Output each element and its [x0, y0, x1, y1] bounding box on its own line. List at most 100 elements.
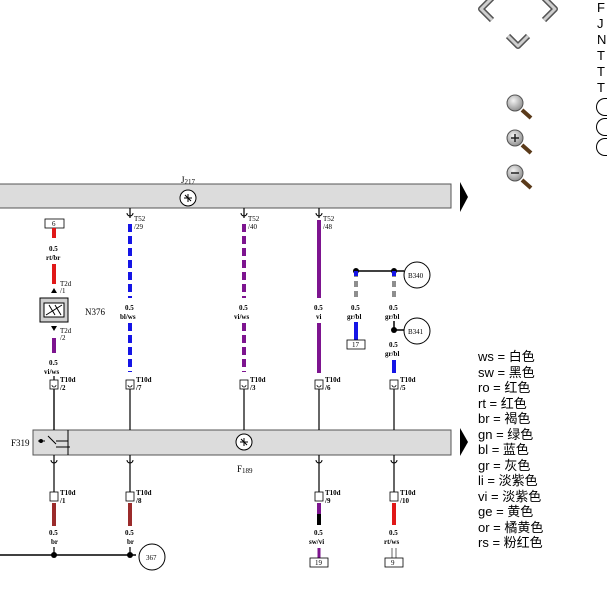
chevron-right-icon[interactable]	[541, 0, 558, 23]
wire-rt-br-segment	[52, 228, 56, 238]
w1-top-color: rt/br	[46, 254, 60, 262]
b3-size: 0.5	[314, 529, 323, 537]
t10d-7-a: T10d	[136, 376, 152, 384]
label-367: 367	[146, 554, 157, 562]
w1-top-size: 0.5	[49, 245, 58, 253]
t10d-3-a: T10d	[250, 376, 266, 384]
t2d-1-a: T2d	[60, 280, 72, 288]
w6b-color: gr/bl	[385, 350, 399, 358]
pin-t2d-2	[51, 326, 57, 331]
legend-row: br = 褐色	[478, 411, 531, 426]
legend-row: ro = 红色	[478, 380, 531, 395]
w1-mid-color: vi/ws	[44, 368, 59, 376]
side-pill[interactable]	[596, 98, 607, 116]
wire-rt-ws	[392, 503, 396, 514]
control-unit-j217	[0, 183, 452, 209]
connector-box-9	[384, 557, 404, 568]
t10d-10-b: /10	[399, 497, 409, 505]
t2d-2-a: T2d	[60, 327, 72, 335]
label-b340: B340	[408, 272, 424, 280]
label-n376: N376	[85, 307, 105, 317]
b4-color: rt/ws	[384, 538, 399, 546]
continuation-arrow-top	[460, 182, 468, 212]
wire-vi-bottom	[317, 323, 321, 373]
t10d-5-a: T10d	[400, 376, 416, 384]
w4-color: vi	[316, 313, 322, 321]
t52-40-a: T52	[248, 215, 260, 223]
b1-size: 0.5	[49, 529, 58, 537]
box-6-label: 6	[52, 220, 56, 228]
side-label: T	[597, 80, 605, 95]
w6a-color: gr/bl	[385, 313, 399, 321]
switch-f319	[38, 430, 70, 455]
w5-color: gr/bl	[347, 313, 361, 321]
w3-color: vi/ws	[234, 313, 249, 321]
connector-box-19	[309, 557, 329, 568]
legend-row: rs = 粉红色	[478, 535, 543, 550]
b2-color: br	[127, 538, 134, 546]
t10d-2-b: /2	[59, 384, 66, 392]
ground-symbol-f189	[235, 433, 253, 451]
t52-40-b: /40	[248, 223, 257, 231]
wire-br-1	[52, 503, 56, 526]
zoom-in-icon[interactable]	[506, 129, 533, 155]
sensor-n376-symbol	[43, 302, 65, 318]
connector-t10d-upper	[49, 379, 399, 390]
side-pill[interactable]	[596, 118, 607, 136]
splice-b340	[403, 261, 431, 289]
legend-row: sw = 黑色	[478, 364, 535, 380]
t10d-8-b: /8	[135, 497, 142, 505]
w6a-size: 0.5	[389, 304, 398, 312]
w6b-size: 0.5	[389, 341, 398, 349]
b1-color: br	[51, 538, 58, 546]
b2-size: 0.5	[125, 529, 134, 537]
t10d-1-a: T10d	[60, 489, 76, 497]
box-9-label: 9	[391, 559, 395, 567]
t10d-7-b: /7	[135, 384, 142, 392]
t52-29-a: T52	[134, 215, 146, 223]
box-17-label: 17	[352, 341, 360, 349]
legend-row: rt = 红色	[478, 395, 527, 411]
t10d-6-b: /6	[324, 384, 331, 392]
connector-t10d-lower	[49, 491, 399, 502]
zoom-fit-icon[interactable]	[506, 94, 533, 120]
legend-row: li = 淡紫色	[478, 473, 538, 488]
continuation-arrow-bottom	[460, 428, 468, 456]
ground-symbol-j217	[179, 189, 197, 207]
box-19-label: 19	[315, 559, 323, 567]
t10d-2-a: T10d	[60, 376, 76, 384]
w4-size: 0.5	[314, 304, 323, 312]
zoom-out-icon[interactable]	[506, 164, 533, 190]
splice-b341	[403, 317, 431, 345]
w1-mid-size: 0.5	[49, 359, 58, 367]
t52-48-b: /48	[323, 223, 332, 231]
t10d-5-b: /5	[399, 384, 406, 392]
t52-48-a: T52	[323, 215, 335, 223]
t2d-1-b: /1	[60, 287, 66, 295]
side-label: J	[597, 16, 604, 31]
legend-row: or = 橘黄色	[478, 519, 544, 535]
wire-vi-ws-short	[52, 338, 56, 353]
w2-color: bl/ws	[120, 313, 136, 321]
pin-t2d-1	[51, 288, 57, 293]
t10d-8-a: T10d	[136, 489, 152, 497]
wire-br-2	[128, 503, 132, 526]
wire-rt-br	[52, 264, 56, 284]
color-legend: ws = 白色 sw = 黑色 ro = 红色 rt = 红色 br = 褐色 …	[478, 349, 543, 551]
t10d-10-a: T10d	[400, 489, 416, 497]
chevron-down-icon[interactable]	[505, 33, 531, 49]
label-f189: F189	[237, 464, 253, 475]
side-label: F	[597, 0, 605, 15]
t10d-1-b: /1	[59, 497, 66, 505]
b3-color: sw/vi	[309, 538, 324, 546]
side-label: N	[597, 32, 607, 47]
label-f319: F319	[11, 438, 30, 448]
legend-row: ws = 白色	[478, 349, 535, 364]
wire-vi-top	[317, 220, 321, 298]
ground-point-367	[138, 543, 166, 571]
chevron-left-icon[interactable]	[478, 0, 495, 23]
side-pill[interactable]	[596, 138, 607, 156]
legend-row: vi = 淡紫色	[478, 488, 542, 504]
label-j217: J217	[181, 175, 196, 186]
t52-29-b: /29	[134, 223, 143, 231]
